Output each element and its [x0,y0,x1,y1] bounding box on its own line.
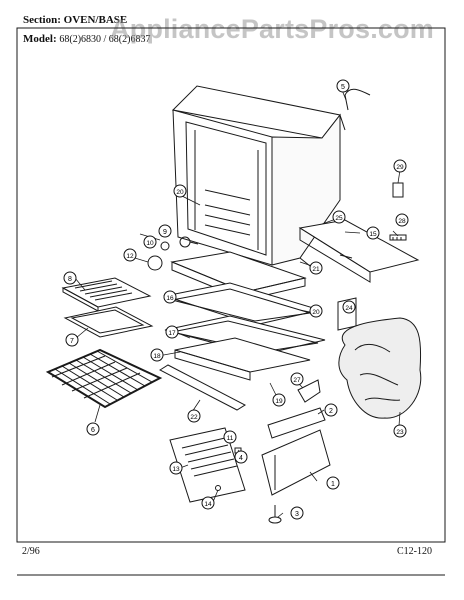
callout-18: 18 [150,348,164,362]
callout-4: 4 [234,450,248,464]
callout-number: 7 [70,338,74,345]
callout-number: 13 [172,466,180,473]
callout-number: 21 [312,266,320,273]
callout-number: 5 [341,84,345,91]
side-trim-22 [158,364,247,411]
callout-number: 12 [126,253,134,260]
footer-page-code: C12-120 [397,546,432,557]
callout-number: 29 [396,164,404,171]
callout-19: 19 [272,393,286,407]
model-label: Model: [23,33,57,45]
oven-cavity [171,85,346,271]
callout-number: 1 [331,481,335,488]
storage-drawer-front [169,427,246,503]
section-value: OVEN/BASE [63,14,128,26]
callout-28: 28 [395,213,409,227]
oven-rack [45,348,163,409]
callout-6: 6 [86,422,100,436]
callout-number: 16 [166,295,174,302]
callout-number: 6 [91,427,95,434]
callout-10: 10 [143,235,157,249]
hinge-27 [297,379,321,403]
light-socket-parts [147,236,199,271]
callout-7: 7 [65,333,79,347]
callout-12: 12 [123,248,137,262]
callout-number: 10 [146,240,154,247]
oven-bottom-plates [163,251,326,381]
callout-20b: 20 [309,304,323,318]
rear-panel [298,88,420,283]
callout-25: 25 [332,210,346,224]
callout-20: 20 [173,184,187,198]
callout-23: 23 [393,424,407,438]
callout-number: 8 [68,276,72,283]
callout-number: 27 [293,377,301,384]
callout-number: 4 [239,455,243,462]
insulation-blanket [338,317,422,419]
callout-number: 28 [398,218,406,225]
callout-3: 3 [290,506,304,520]
callout-9: 9 [158,224,172,238]
callout-number: 20 [312,309,320,316]
footer-date: 2/96 [22,546,40,557]
callout-17: 17 [165,325,179,339]
watermark-text: AppliancePartsPros.com [110,14,435,44]
callout-21: 21 [309,261,323,275]
callout-2: 2 [324,403,338,417]
leveling-bracket [215,407,331,524]
diagram-frame [16,27,446,543]
callout-number: 22 [190,414,198,421]
callout-number: 20 [176,189,184,196]
callout-number: 23 [396,429,404,436]
callout-29: 29 [393,159,407,173]
model-value: 68(2)6830 / 68(2)6837 [59,34,151,45]
callout-16: 16 [163,290,177,304]
callout-number: 15 [369,231,377,238]
callout-number: 9 [163,229,167,236]
callout-1: 1 [326,476,340,490]
section-label: Section: [23,14,61,26]
callout-14: 14 [201,496,215,510]
callout-number: 17 [168,330,176,337]
callout-markers: 8 7 6 9 10 12 16 17 18 22 20 5 29 25 15 … [63,79,409,520]
callout-number: 11 [227,435,234,442]
callout-8: 8 [63,271,77,285]
callout-number: 2 [329,408,333,415]
callout-24: 24 [342,300,356,314]
callout-15: 15 [366,226,380,240]
small-switch [389,182,407,241]
callout-number: 24 [345,305,353,312]
callout-27: 27 [290,372,304,386]
callout-11: 11 [223,430,237,444]
callout-5: 5 [336,79,350,93]
callout-22: 22 [187,409,201,423]
callout-number: 18 [153,353,161,360]
section-line: Section: OVEN/BASE [23,14,127,26]
callout-number: 25 [335,215,343,222]
callout-number: 19 [275,398,283,405]
model-line: Model: 68(2)6830 / 68(2)6837 [23,33,150,45]
callout-number: 3 [295,511,299,518]
callout-13: 13 [169,461,183,475]
callout-number: 14 [204,501,212,508]
broiler-pan [61,277,154,338]
